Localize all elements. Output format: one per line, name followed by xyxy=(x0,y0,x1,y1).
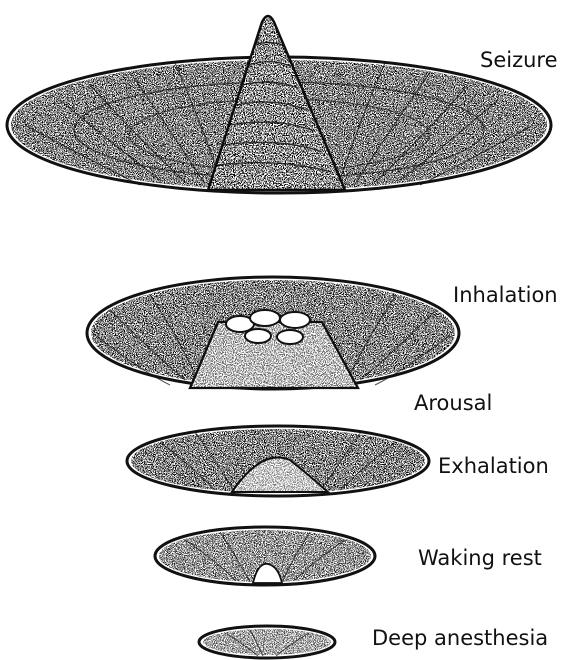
inhalation-label: Inhalation xyxy=(453,285,558,306)
seizure-label: Seizure xyxy=(480,50,558,71)
waking-rest-disc xyxy=(155,527,375,585)
inhalation-disc xyxy=(87,277,459,389)
waking-rest-label: Waking rest xyxy=(418,548,542,569)
arousal-label: Arousal xyxy=(414,393,492,414)
seizure-disc xyxy=(7,16,551,193)
exhalation-disc xyxy=(127,426,429,496)
exhalation-label: Exhalation xyxy=(438,456,549,477)
deep-anesthesia-disc xyxy=(199,626,335,658)
deep-anesthesia-label: Deep anesthesia xyxy=(372,628,548,649)
